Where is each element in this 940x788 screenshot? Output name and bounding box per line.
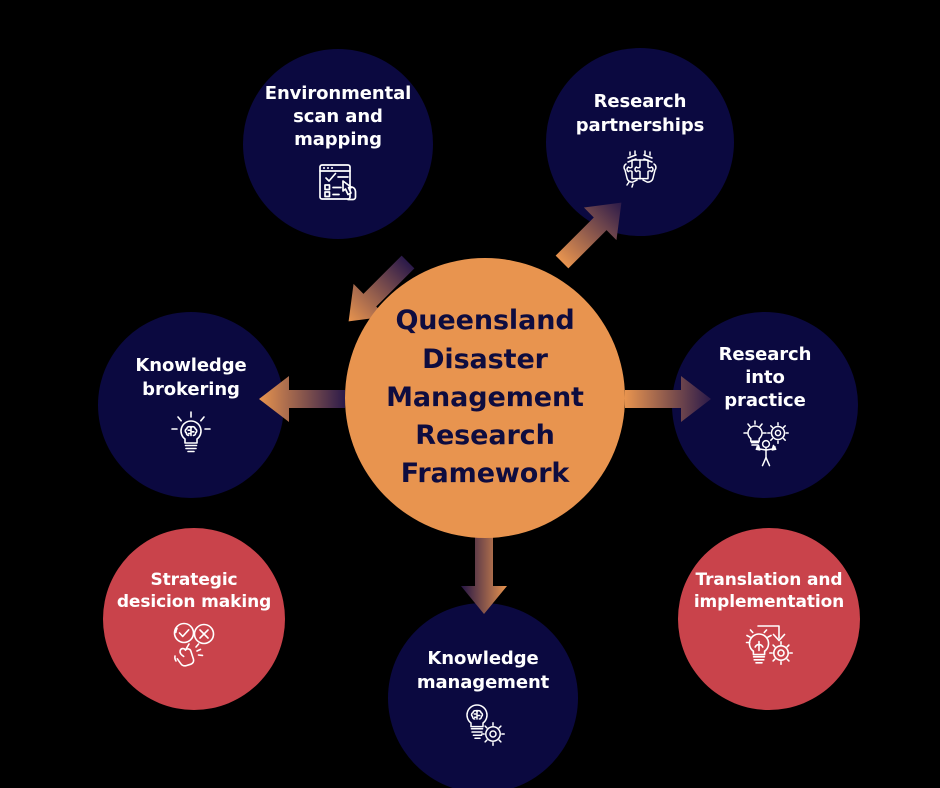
node-knowledge-management[interactable]: Knowledge management (388, 603, 578, 788)
node-label: Knowledge management (416, 648, 550, 693)
node-environmental-scan-and-mapping[interactable]: Environmental scan and mapping (243, 49, 433, 239)
person-lightbulb-gear-icon (739, 419, 791, 467)
puzzle-hands-icon (615, 144, 665, 194)
checklist-hand-icon (314, 158, 362, 206)
node-label: Knowledge brokering (135, 355, 247, 400)
node-knowledge-brokering[interactable]: Knowledge brokering (98, 312, 284, 498)
brain-lightbulb-gear-icon (458, 701, 508, 749)
lightbulb-arrow-gear-icon (742, 620, 796, 668)
node-label: Translation and implementation (693, 569, 845, 612)
node-label: Research into practice (718, 343, 812, 412)
arrow-hub-to-research-partnerships (555, 202, 622, 269)
node-translation-and-implementation[interactable]: Translation and implementation (678, 528, 860, 710)
hub-node-research-framework[interactable]: Queensland Disaster Management Research … (345, 258, 625, 538)
hub-label: Queensland Disaster Management Research … (386, 305, 584, 490)
brain-lightbulb-icon (167, 408, 215, 456)
tick-cross-hand-icon (167, 620, 221, 668)
node-strategic-desicion-making[interactable]: Strategic desicion making (103, 528, 285, 710)
node-label: Research partnerships (575, 91, 705, 136)
node-label: Environmental scan and mapping (264, 82, 412, 151)
node-research-partnerships[interactable]: Research partnerships (546, 48, 734, 236)
node-research-into-practice[interactable]: Research into practice (672, 312, 858, 498)
arrow-hub-to-knowledge-management (461, 536, 507, 614)
arrow-hub-to-knowledge-brokering (259, 376, 345, 422)
arrow-hub-to-environmental-scan (348, 255, 415, 322)
arrow-hub-to-research-into-practice (625, 376, 711, 422)
node-label: Strategic desicion making (116, 569, 272, 612)
